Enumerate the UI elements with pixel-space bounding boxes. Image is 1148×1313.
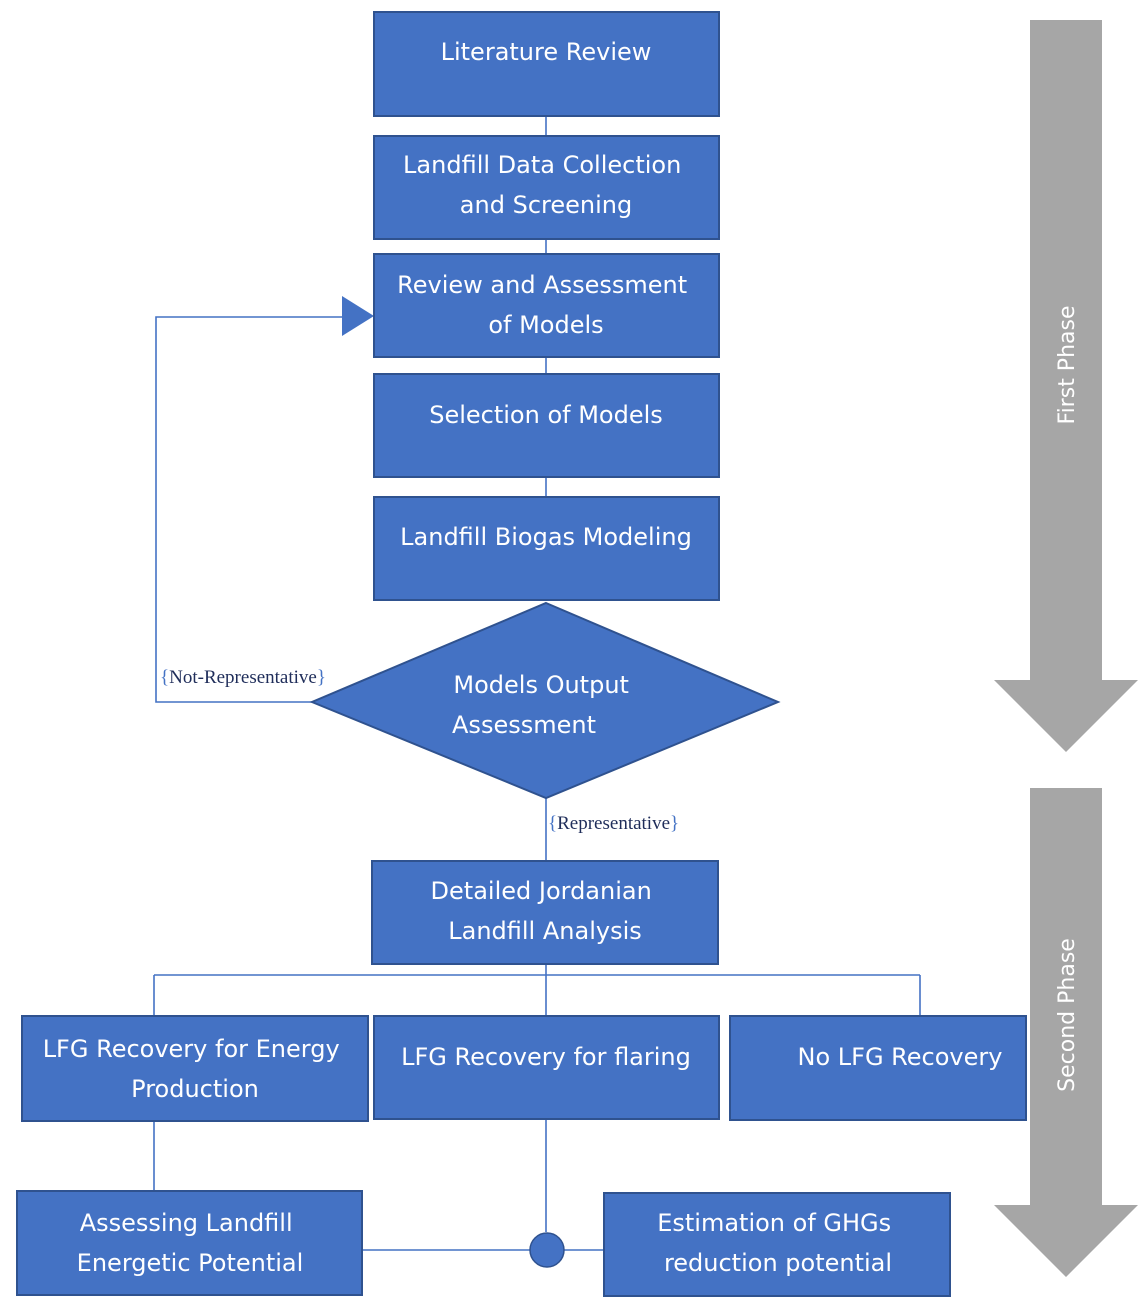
svg-text:Selection of Models: Selection of Models [429, 401, 663, 429]
box-biogas-modeling: Landfill Biogas Modeling [373, 496, 720, 601]
box-data-collection-line-2: and Screening [460, 191, 632, 219]
feedback-arrowhead [342, 296, 374, 336]
box-energetic-potential-line-2: Energetic Potential [77, 1249, 304, 1277]
svg-text:Detailed Jordanian Landf: Detailed Jordanian Landfill Analysis [431, 877, 660, 945]
box-lfg-energy-line-2: Production [131, 1075, 259, 1103]
svg-text:Review and Assessment of: Review and Assessment of Models [397, 271, 695, 339]
svg-text:Models Output Assessment: Models Output Assessment [452, 671, 637, 739]
box-lfg-energy: LFG Recovery for Energy Production [21, 1015, 369, 1122]
box-selection-models-line-1: Selection of Models [429, 401, 663, 429]
box-review-models-line-2: of Models [488, 311, 603, 339]
representative-label: {Representative} [548, 813, 679, 834]
box-lfg-flaring-line-1: LFG Recovery for flaring [401, 1043, 691, 1071]
svg-text:Assessing Landfill Energ: Assessing Landfill Energetic Potential [77, 1209, 304, 1277]
second-phase-label: Second Phase [1055, 938, 1080, 1092]
box-ghg-reduction: Estimation of GHGs reduction potential [603, 1192, 951, 1297]
box-ghg-reduction-line-2: reduction potential [664, 1249, 892, 1277]
svg-text:Landfill Data Collection: Landfill Data Collection and Screening [403, 151, 689, 219]
box-ghg-reduction-line-1: Estimation of GHGs [657, 1209, 891, 1237]
box-data-collection: Landfill Data Collection and Screening [373, 135, 720, 240]
box-jordanian-analysis: Detailed Jordanian Landfill Analysis [371, 860, 719, 965]
not-representative-label: {Not-Representative} [160, 667, 326, 688]
box-no-lfg-line-1: No LFG Recovery [798, 1043, 1003, 1071]
box-lfg-energy-line-1: LFG Recovery for Energy [43, 1035, 340, 1063]
box-biogas-modeling-line-1: Landfill Biogas Modeling [400, 523, 692, 551]
connectors [153, 116, 921, 1251]
box-no-lfg: No LFG Recovery [729, 1015, 1027, 1121]
svg-text:Landfill Biogas Modeling: Landfill Biogas Modeling [400, 523, 692, 551]
svg-text:No LFG Recovery: No LFG Recovery [798, 1043, 1003, 1071]
box-lfg-flaring: LFG Recovery for flaring [373, 1015, 720, 1120]
diamond-output-assessment-line-1: Models Output [453, 671, 629, 699]
box-jordanian-analysis-line-2: Landfill Analysis [448, 917, 642, 945]
diamond-output-assessment: Models Output Assessment [309, 601, 781, 800]
box-review-models: Review and Assessment of Models [373, 253, 720, 358]
svg-text:LFG Recovery for Energy: LFG Recovery for Energy Production [43, 1035, 348, 1103]
box-literature-review-line-1: Literature Review [441, 38, 652, 66]
box-review-models-line-1: Review and Assessment [397, 271, 687, 299]
feedback-loop-line [155, 316, 342, 703]
box-energetic-potential: Assessing Landfill Energetic Potential [16, 1190, 363, 1296]
svg-text:Literature Review: Literature Review [441, 38, 652, 66]
svg-text:Estimation of GHGs reduc: Estimation of GHGs reduction potential [657, 1209, 899, 1277]
first-phase-arrow: First Phase [994, 20, 1138, 752]
box-literature-review: Literature Review [373, 11, 720, 117]
junction-circle [529, 1232, 565, 1268]
diamond-output-assessment-line-2: Assessment [452, 711, 596, 739]
box-energetic-potential-line-1: Assessing Landfill [80, 1209, 293, 1237]
box-jordanian-analysis-line-1: Detailed Jordanian [431, 877, 652, 905]
box-data-collection-line-1: Landfill Data Collection [403, 151, 681, 179]
svg-text:LFG Recovery for flaring: LFG Recovery for flaring [401, 1043, 691, 1071]
box-selection-models: Selection of Models [373, 373, 720, 478]
second-phase-arrow: Second Phase [994, 788, 1138, 1277]
first-phase-label: First Phase [1055, 306, 1080, 425]
